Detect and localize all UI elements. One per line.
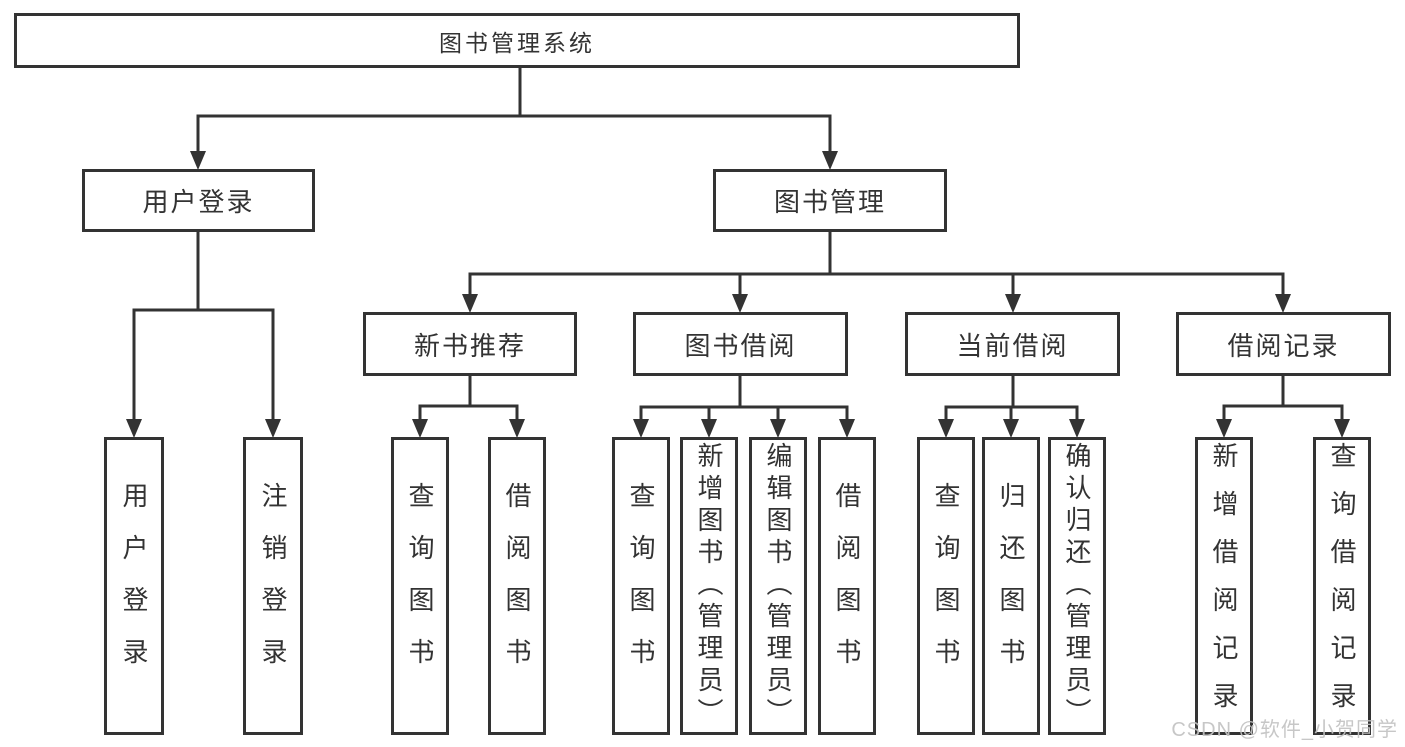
leaf-label: 查询图书 bbox=[626, 482, 656, 690]
leaf-add-book-admin: 新增图书（管理员） bbox=[680, 437, 738, 735]
leaf-user-login: 用户登录 bbox=[104, 437, 164, 735]
arrow-heads bbox=[126, 151, 1350, 438]
tree-edges bbox=[132, 66, 1344, 423]
leaf-add-borrow-record: 新增借阅记录 bbox=[1195, 437, 1253, 735]
node-label: 当前借阅 bbox=[956, 330, 1069, 361]
node-label: 图书借阅 bbox=[684, 330, 797, 361]
node-current-borrowing: 当前借阅 bbox=[905, 312, 1120, 376]
csdn-watermark: CSDN @软件_小贺同学 bbox=[1171, 719, 1398, 741]
leaf-label: 查询图书 bbox=[931, 482, 961, 690]
leaf-return-book: 归还图书 bbox=[982, 437, 1040, 735]
node-label: 新书推荐 bbox=[413, 330, 526, 361]
node-label: 借阅记录 bbox=[1227, 330, 1340, 361]
node-borrowing-records: 借阅记录 bbox=[1176, 312, 1391, 376]
leaf-label: 归还图书 bbox=[996, 482, 1026, 690]
leaf-label: 用户登录 bbox=[119, 482, 149, 690]
node-book-management: 图书管理 bbox=[713, 169, 947, 232]
node-user-login: 用户登录 bbox=[82, 169, 315, 232]
leaf-label: 新增图书（管理员） bbox=[694, 442, 724, 730]
node-label: 图书管理 bbox=[773, 187, 886, 217]
leaf-label: 注销登录 bbox=[258, 482, 288, 690]
node-library-system: 图书管理系统 bbox=[14, 13, 1020, 68]
node-book-borrowing: 图书借阅 bbox=[633, 312, 848, 376]
leaf-borrow-books: 借阅图书 bbox=[818, 437, 876, 735]
leaf-confirm-return-admin: 确认归还（管理员） bbox=[1048, 437, 1106, 735]
leaf-label: 借阅图书 bbox=[502, 482, 532, 690]
leaf-label: 新增借阅记录 bbox=[1209, 442, 1239, 730]
node-label: 图书管理系统 bbox=[439, 29, 595, 56]
leaf-label: 编辑图书（管理员） bbox=[763, 442, 793, 730]
leaf-label: 借阅图书 bbox=[832, 482, 862, 690]
leaf-label: 确认归还（管理员） bbox=[1062, 442, 1092, 730]
leaf-query-borrow-record: 查询借阅记录 bbox=[1313, 437, 1371, 735]
leaf-query-books-recommend: 查询图书 bbox=[391, 437, 449, 735]
node-label: 用户登录 bbox=[142, 187, 255, 217]
leaf-label: 查询图书 bbox=[405, 482, 435, 690]
leaf-label: 查询借阅记录 bbox=[1327, 442, 1357, 730]
leaf-borrow-books-recommend: 借阅图书 bbox=[488, 437, 546, 735]
leaf-query-books-borrowing: 查询图书 bbox=[612, 437, 670, 735]
leaf-edit-book-admin: 编辑图书（管理员） bbox=[749, 437, 807, 735]
leaf-logout: 注销登录 bbox=[243, 437, 303, 735]
leaf-query-books-current: 查询图书 bbox=[917, 437, 975, 735]
node-new-book-recommend: 新书推荐 bbox=[363, 312, 577, 376]
